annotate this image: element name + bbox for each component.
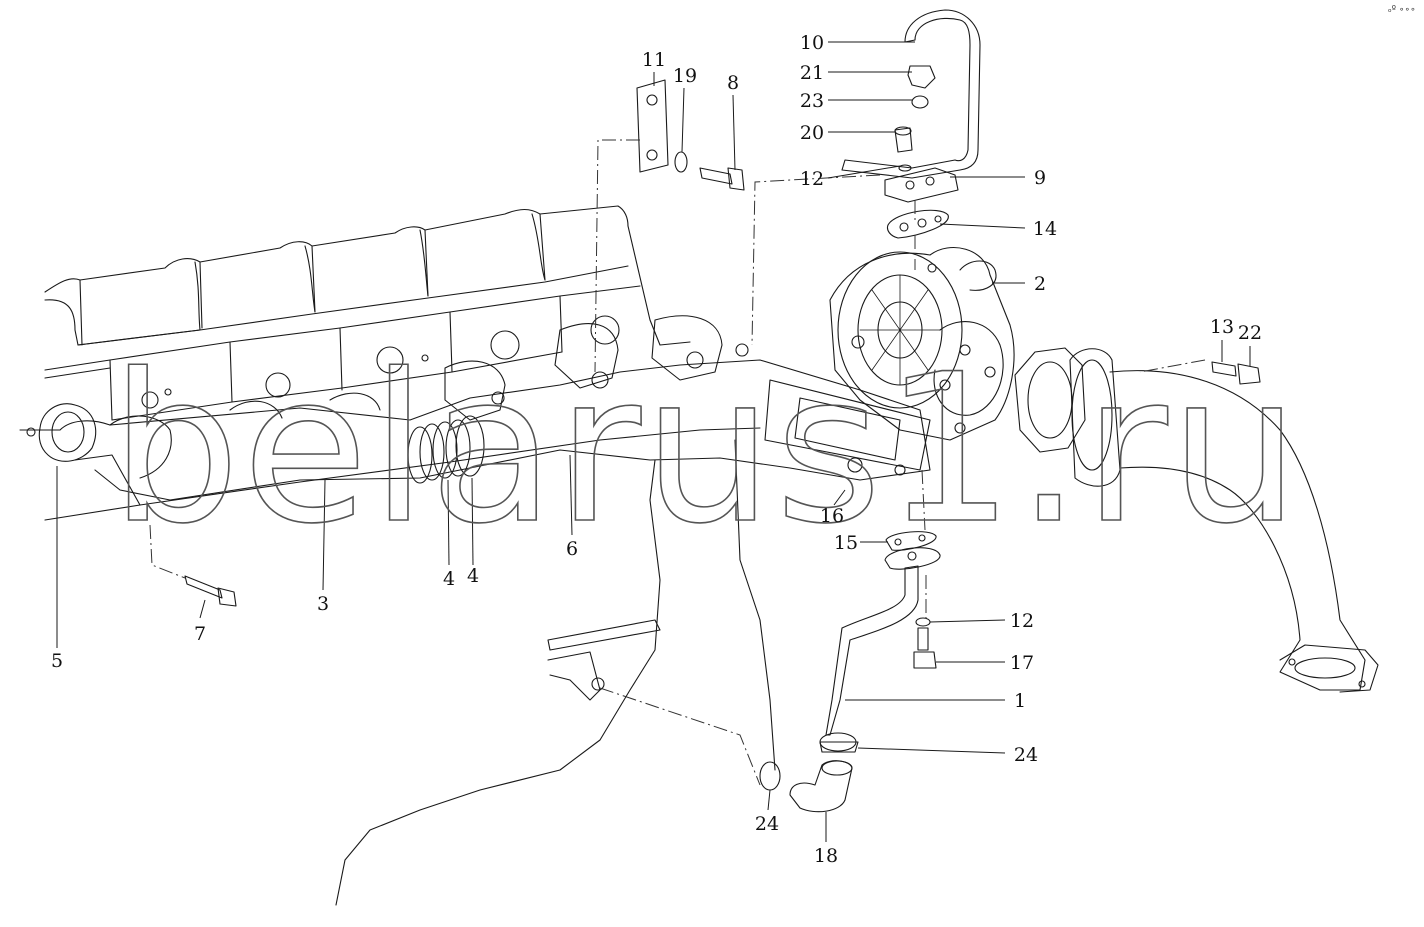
callout-23: 23 [800, 90, 824, 112]
callout-24-right: 24 [1014, 744, 1038, 766]
callout-17: 17 [1010, 652, 1034, 674]
callout-19: 19 [673, 65, 697, 87]
callout-21: 21 [800, 62, 824, 84]
callout-3: 3 [317, 593, 329, 615]
callout-15: 15 [834, 532, 858, 554]
callout-24-left: 24 [755, 813, 779, 835]
callout-12-upper: 12 [800, 168, 824, 190]
bracket-parts [636, 79, 745, 191]
gasket-5 [26, 403, 97, 462]
oil-drain-parts [759, 531, 941, 813]
callout-2: 2 [1034, 273, 1046, 295]
watermark-text: belarus1.ru [110, 331, 1302, 569]
turbocharger [829, 247, 1015, 476]
callout-10: 10 [800, 32, 824, 54]
exhaust-manifold [59, 315, 931, 501]
callout-4-right: 4 [467, 565, 479, 587]
stud-and-nut [1211, 361, 1261, 385]
callout-12-lower: 12 [1010, 610, 1034, 632]
callout-5: 5 [51, 650, 63, 672]
callout-22: 22 [1238, 322, 1262, 344]
corner-mark: ₒº ∘∘∘ [1388, 5, 1416, 15]
oil-supply-parts [841, 9, 981, 239]
bolt-7 [184, 575, 237, 607]
callout-6: 6 [566, 538, 578, 560]
callout-9: 9 [1034, 167, 1046, 189]
exhaust-elbow-pipe [1069, 348, 1379, 693]
callout-7: 7 [194, 623, 206, 645]
callout-4-left: 4 [443, 568, 455, 590]
callout-20: 20 [800, 122, 824, 144]
callout-18: 18 [814, 845, 838, 867]
centerlines [149, 139, 1206, 786]
callout-11: 11 [642, 49, 666, 71]
callout-14: 14 [1033, 218, 1057, 240]
callout-13: 13 [1210, 316, 1234, 338]
leader-lines [56, 41, 1251, 842]
callout-16: 16 [820, 505, 844, 527]
callout-1: 1 [1014, 690, 1026, 712]
callout-8: 8 [727, 72, 739, 94]
part-callouts: 10 21 23 20 12 9 14 2 11 19 8 13 22 16 1… [51, 32, 1262, 867]
